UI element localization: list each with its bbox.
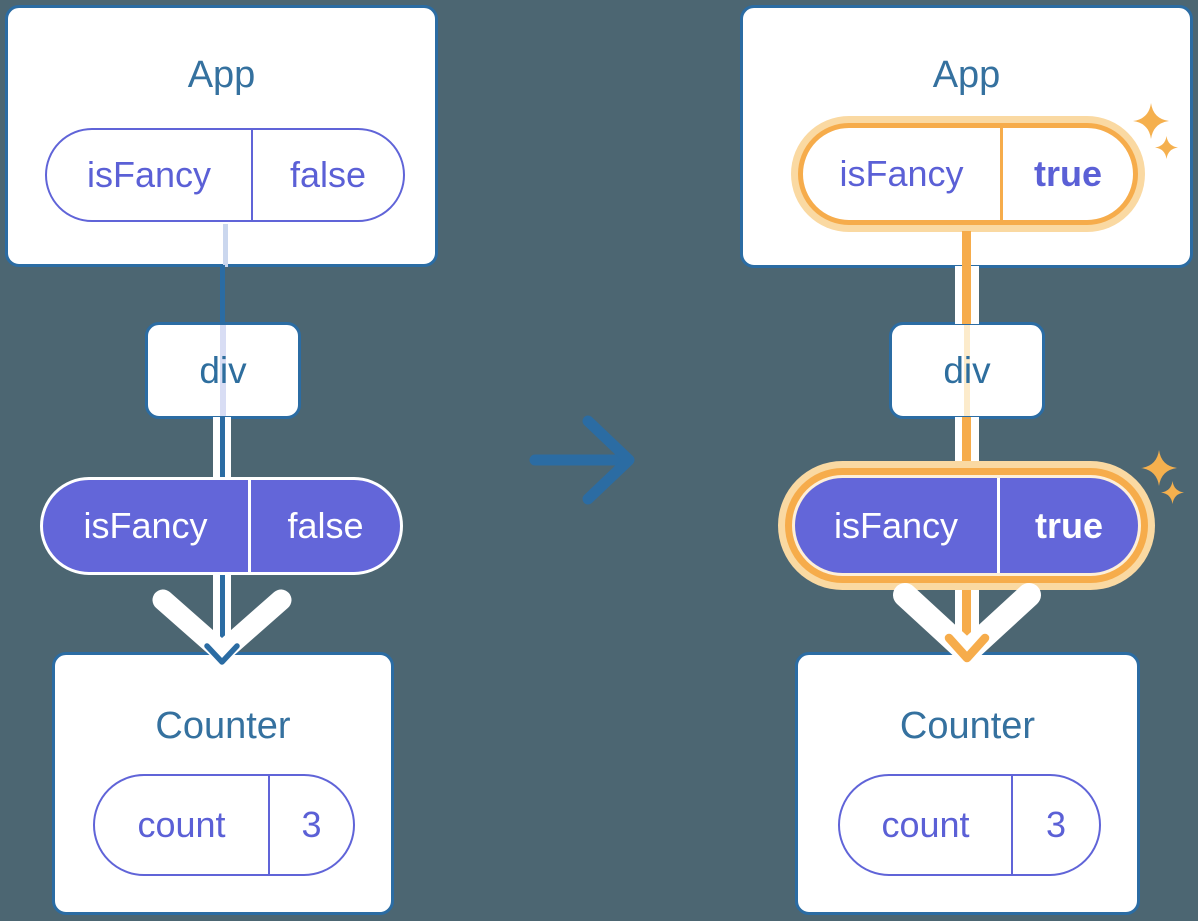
prop-value: false bbox=[287, 505, 364, 546]
state-value: true bbox=[1033, 153, 1102, 194]
prop-name: isFancy bbox=[43, 480, 251, 572]
prop-name: isFancy bbox=[795, 478, 1000, 573]
after-counter-title: Counter bbox=[899, 705, 1036, 747]
before-counter-title: Counter bbox=[155, 705, 291, 747]
sparkle-icon bbox=[1141, 450, 1177, 486]
before-div-node: div bbox=[145, 322, 301, 419]
after-connector-div-prop bbox=[962, 417, 971, 479]
state-name: isFancy bbox=[803, 128, 1003, 220]
before-app-card: App isFancy false bbox=[5, 5, 438, 267]
after-arrowhead-icon bbox=[944, 633, 990, 663]
after-connector-prop-counter bbox=[962, 590, 971, 650]
after-app-title: App bbox=[932, 54, 1001, 96]
state-value: false bbox=[289, 154, 367, 195]
state-value: 3 bbox=[1045, 804, 1067, 845]
sparkle-icon bbox=[1161, 481, 1184, 504]
after-div-label: div bbox=[943, 349, 991, 391]
after-prop-pill-highlighted: isFancy true bbox=[795, 478, 1138, 573]
state-name: isFancy bbox=[47, 130, 253, 220]
before-connector-div-prop bbox=[220, 417, 225, 479]
sparkle-icon bbox=[1155, 136, 1178, 159]
after-counter-state-pill: count 3 bbox=[838, 774, 1101, 876]
before-prop-through-line bbox=[220, 325, 226, 416]
after-app-card: App isFancy true bbox=[740, 5, 1193, 268]
state-name: count bbox=[840, 776, 1013, 874]
before-app-state-pill: isFancy false bbox=[45, 128, 405, 222]
before-prop-pill: isFancy false bbox=[40, 477, 403, 575]
before-connector-app-div bbox=[220, 265, 225, 324]
after-counter-card: Counter count 3 bbox=[795, 652, 1140, 915]
before-app-title: App bbox=[187, 54, 256, 96]
sparkle-icon bbox=[1133, 103, 1169, 139]
before-connector-prop-counter bbox=[220, 572, 225, 654]
after-div-node: div bbox=[889, 322, 1045, 419]
prop-value: true bbox=[1034, 504, 1103, 546]
before-arrowhead-icon bbox=[204, 643, 240, 665]
state-name: count bbox=[95, 776, 270, 874]
state-value: 3 bbox=[301, 804, 322, 845]
before-big-arrow-down-icon bbox=[152, 589, 292, 663]
right-arrow-icon bbox=[529, 415, 635, 505]
after-prop-through-line bbox=[964, 325, 970, 416]
before-app-internal-line bbox=[223, 224, 228, 267]
before-counter-card: Counter count 3 bbox=[52, 652, 394, 915]
before-counter-state-pill: count 3 bbox=[93, 774, 355, 876]
before-div-label: div bbox=[199, 349, 247, 391]
after-connector-app-div bbox=[962, 231, 971, 324]
after-app-state-pill-highlighted: isFancy true bbox=[798, 123, 1138, 225]
